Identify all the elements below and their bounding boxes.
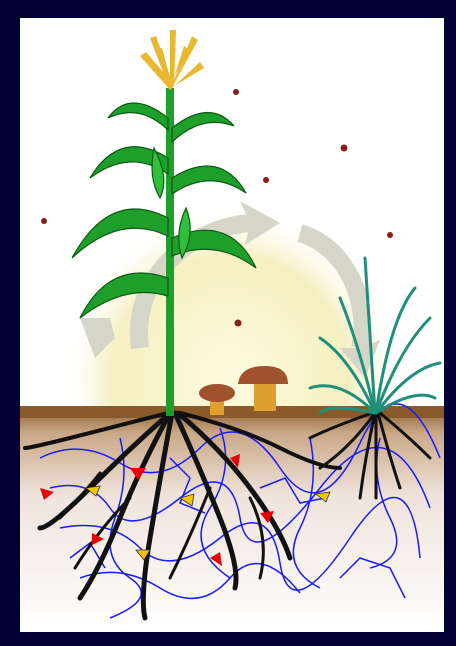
soil-layer — [20, 406, 444, 632]
mycorrhiza-illustration — [20, 18, 444, 632]
illustration-panel — [20, 18, 444, 632]
